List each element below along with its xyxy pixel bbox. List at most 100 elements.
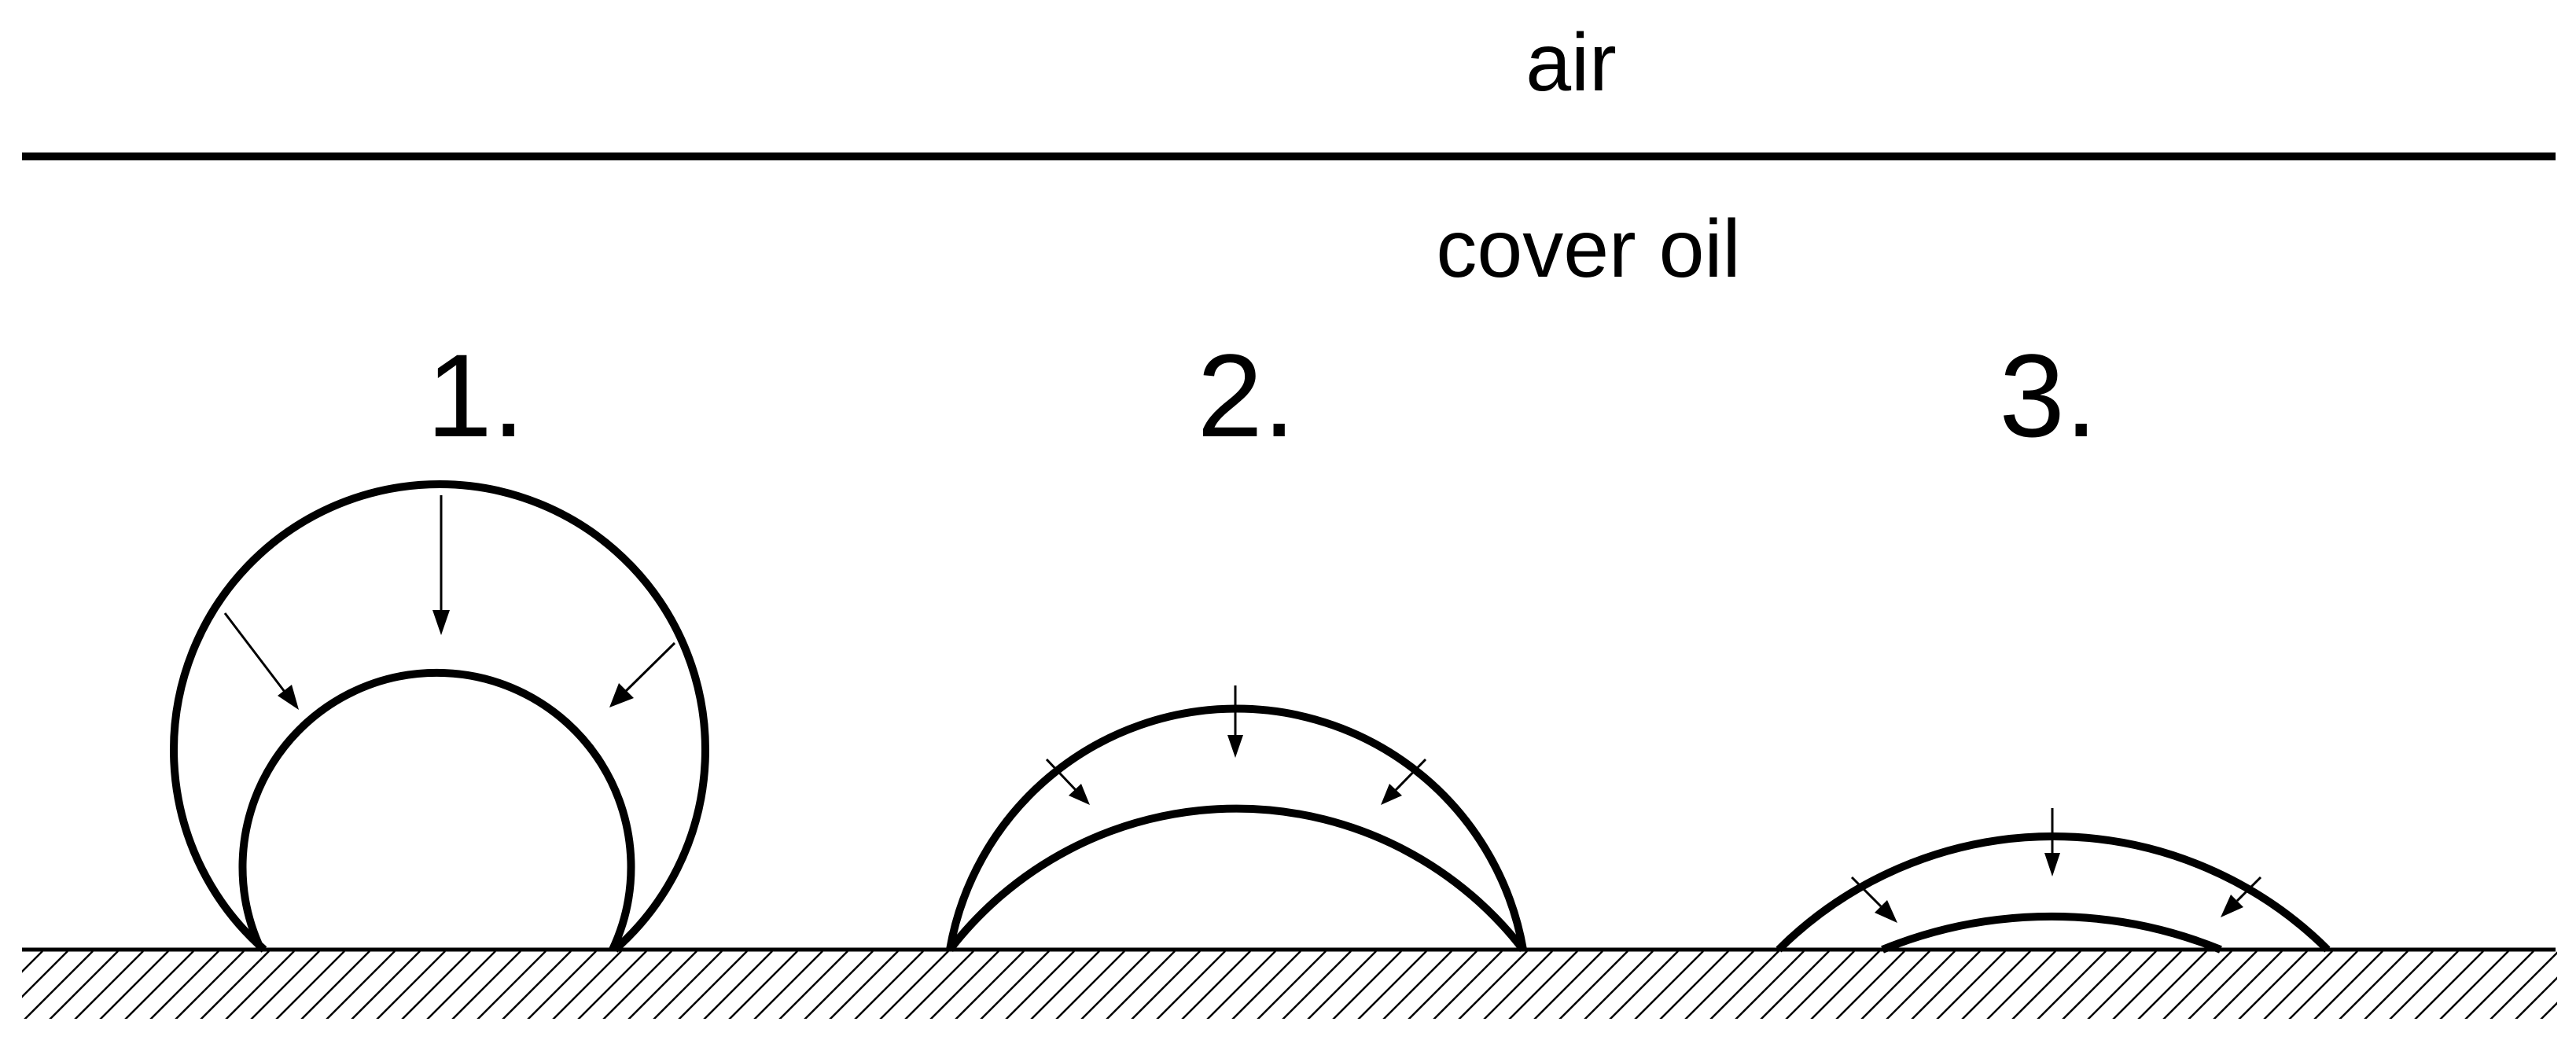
- substrate-hatch-line: [74, 950, 144, 1019]
- stage-1-arrowhead-right: [609, 683, 634, 707]
- air-label: air: [1525, 17, 1617, 108]
- stage-3-arrowhead-top: [2044, 853, 2060, 876]
- substrate-hatch-line: [1206, 950, 1276, 1019]
- substrate-hatch-line: [2414, 950, 2484, 1019]
- stage-3-droplet: [1776, 808, 2331, 954]
- substrate-hatch-line: [200, 950, 270, 1019]
- substrate-hatch-line: [753, 950, 823, 1019]
- substrate-hatch-line: [602, 950, 672, 1019]
- substrate-hatch-line: [1231, 950, 1301, 1019]
- stage-2-label: 2.: [1197, 329, 1295, 461]
- substrate-hatch-line: [1533, 950, 1603, 1019]
- substrate-hatch-line: [1181, 950, 1251, 1019]
- substrate-hatch-line: [2313, 950, 2383, 1019]
- substrate-hatch-line: [1609, 950, 1679, 1019]
- stage-3-arrowhead-right: [2221, 895, 2243, 917]
- substrate-hatch-line: [2389, 950, 2459, 1019]
- substrate-hatch-line: [955, 950, 1025, 1019]
- substrate-hatch-line: [577, 950, 647, 1019]
- substrate-hatch-line: [1986, 950, 2056, 1019]
- substrate-hatch-line: [552, 950, 622, 1019]
- substrate-hatch-line: [804, 950, 874, 1019]
- stage-2-arrow-right: [1394, 758, 1427, 792]
- cover-oil-label: cover oil: [1436, 204, 1740, 295]
- substrate-hatch-line: [829, 950, 899, 1019]
- substrate-hatch-line: [300, 950, 370, 1019]
- substrate-hatch-line: [703, 950, 773, 1019]
- substrate-hatch-line: [627, 950, 697, 1019]
- substrate-hatch-line: [2137, 950, 2207, 1019]
- substrate-hatch-line: [1886, 950, 1956, 1019]
- stage-3-shrink-arrows: [1850, 808, 2262, 923]
- substrate-hatch-line: [2162, 950, 2232, 1019]
- substrate-hatch-line: [1835, 950, 1905, 1019]
- stage-2-inner-contour: [947, 804, 1526, 953]
- substrate-hatch-line: [653, 950, 723, 1019]
- substrate-hatch-line: [2112, 950, 2182, 1019]
- substrate-hatch-line: [2439, 950, 2509, 1019]
- stage-1-outer-contour: [170, 480, 709, 953]
- substrate-hatch-line: [1508, 950, 1578, 1019]
- substrate-hatch-line: [1860, 950, 1930, 1019]
- substrate-hatch-line: [1961, 950, 2031, 1019]
- substrate-hatch-line: [250, 950, 320, 1019]
- substrate-hatch-line: [1282, 950, 1352, 1019]
- substrate-hatch-line: [1936, 950, 2006, 1019]
- substrate-hatch-line: [1156, 950, 1226, 1019]
- substrate-hatch-line: [1483, 950, 1553, 1019]
- substrate-hatch-line: [0, 951, 17, 1022]
- stage-1-droplet: [170, 480, 709, 953]
- substrate-hatch-line: [2011, 950, 2081, 1019]
- substrate-hatch-line: [124, 950, 194, 1019]
- substrate-hatch-line: [2288, 950, 2358, 1019]
- stage-2-arrowhead-left: [1069, 784, 1090, 805]
- substrate-hatch-line: [1332, 950, 1402, 1019]
- substrate-hatch-line: [1307, 950, 1377, 1019]
- substrate-hatch-line: [2188, 950, 2258, 1019]
- substrate-hatch-line: [351, 950, 421, 1019]
- substrate-hatch-line: [22, 950, 43, 973]
- substrate-hatch-line: [2037, 950, 2107, 1019]
- substrate-hatch-line: [1709, 950, 1779, 1019]
- substrate-hatch-line: [24, 950, 94, 1019]
- substrate-hatch-line: [149, 950, 219, 1019]
- substrate-hatch-line: [1558, 950, 1628, 1019]
- substrate-hatch-line: [2563, 951, 2576, 1022]
- substrate-hatch-line: [2263, 950, 2333, 1019]
- substrate-hatch-line: [99, 950, 169, 1019]
- substrate-hatch-line: [2464, 950, 2534, 1019]
- substrate-hatch-line: [1382, 950, 1452, 1019]
- substrate-hatch-line: [1584, 950, 1654, 1019]
- stage-3-arrow-right: [2236, 876, 2262, 902]
- substrate-hatch-line: [2490, 951, 2557, 1019]
- substrate-hatch-line: [477, 950, 546, 1019]
- substrate-hatch-line: [49, 950, 119, 1019]
- substrate-hatch-line: [2515, 976, 2557, 1019]
- substrate-hatch-line: [401, 950, 471, 1019]
- substrate-hatch-line: [1131, 950, 1201, 1019]
- stage-1-arrow-right: [624, 641, 676, 693]
- substrate-hatch-line: [1257, 950, 1327, 1019]
- substrate-hatch-line: [1357, 950, 1427, 1019]
- substrate-hatch-line: [2339, 950, 2409, 1019]
- substrate-hatch-line: [2213, 950, 2283, 1019]
- stage-1-shrink-arrows: [223, 495, 676, 710]
- substrate-hatch-line: [502, 950, 572, 1019]
- substrate-hatch-line: [678, 950, 748, 1019]
- substrate-hatch-line: [527, 950, 597, 1019]
- substrate-hatch-line: [2062, 950, 2132, 1019]
- substrate-hatch-line: [2540, 1001, 2557, 1019]
- substrate-hatch-line: [2364, 950, 2434, 1019]
- substrate-hatch-line: [426, 950, 496, 1019]
- substrate-hatch-line: [1760, 950, 1830, 1019]
- stage-2-droplet: [946, 685, 1527, 953]
- stage-3-inner-contour: [1881, 912, 2222, 954]
- substrate-hatch-line: [1005, 950, 1075, 1019]
- stage-2-arrow-left: [1045, 758, 1077, 792]
- substrate-hatch-line: [879, 950, 949, 1019]
- stage-1-inner-contour: [238, 668, 635, 952]
- stage-1-arrowhead-left: [278, 685, 299, 710]
- substrate-hatch-line: [1911, 950, 1981, 1019]
- substrate-hatch-line: [22, 950, 68, 998]
